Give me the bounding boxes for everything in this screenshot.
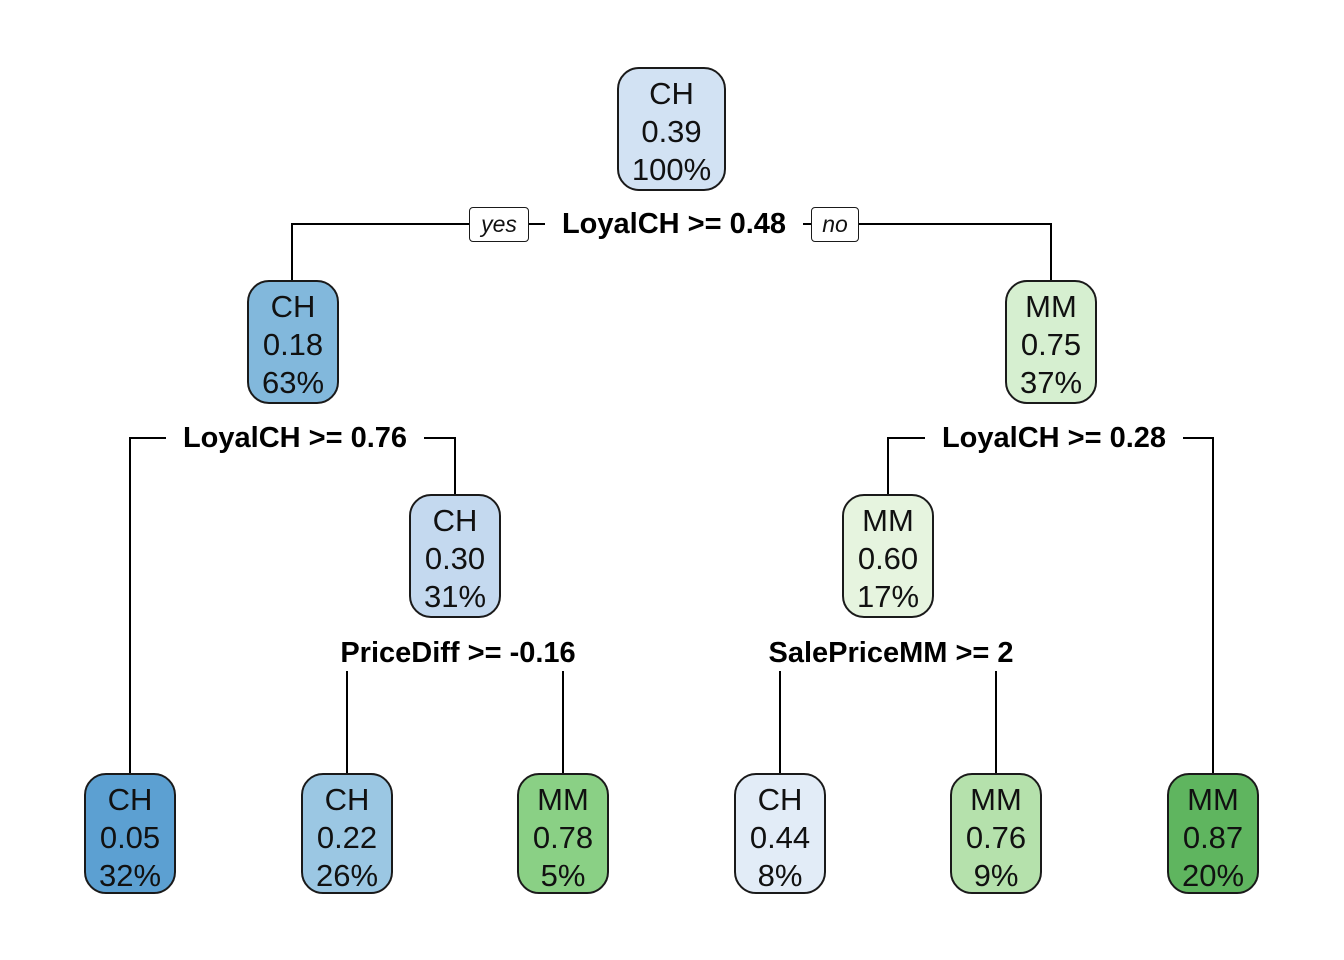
yes-branch-label: yes bbox=[469, 207, 529, 242]
node-percent: 8% bbox=[757, 858, 803, 893]
node-probability: 0.60 bbox=[857, 541, 919, 576]
node-percent: 100% bbox=[631, 152, 712, 187]
edge-left-right bbox=[418, 437, 456, 494]
node-class: MM bbox=[970, 782, 1022, 817]
node-class: MM bbox=[1025, 289, 1077, 324]
tree-node-right: MM 0.75 37% bbox=[1005, 280, 1097, 404]
node-class: MM bbox=[862, 503, 914, 538]
node-probability: 0.76 bbox=[965, 820, 1027, 855]
edge-right-right bbox=[1178, 437, 1214, 773]
tree-leaf-4: CH 0.44 8% bbox=[734, 773, 826, 894]
node-class: CH bbox=[649, 76, 694, 111]
node-class: CH bbox=[270, 289, 316, 324]
tree-node-root: CH 0.39 100% bbox=[617, 67, 726, 191]
node-class: MM bbox=[537, 782, 589, 817]
node-class: CH bbox=[324, 782, 370, 817]
node-probability: 0.18 bbox=[262, 327, 324, 362]
tree-leaf-2: CH 0.22 26% bbox=[301, 773, 393, 894]
tree-leaf-1: CH 0.05 32% bbox=[84, 773, 176, 894]
node-probability: 0.39 bbox=[641, 114, 702, 149]
node-class: CH bbox=[107, 782, 153, 817]
node-percent: 5% bbox=[540, 858, 586, 893]
node-percent: 32% bbox=[98, 858, 162, 893]
tree-node-right-left: MM 0.60 17% bbox=[842, 494, 934, 618]
node-probability: 0.78 bbox=[532, 820, 594, 855]
tree-leaf-3: MM 0.78 5% bbox=[517, 773, 609, 894]
edge-left-left bbox=[129, 437, 167, 773]
node-probability: 0.75 bbox=[1020, 327, 1082, 362]
node-percent: 37% bbox=[1019, 365, 1083, 400]
node-percent: 17% bbox=[856, 579, 920, 614]
node-percent: 26% bbox=[315, 858, 379, 893]
node-percent: 20% bbox=[1181, 858, 1245, 893]
node-probability: 0.05 bbox=[99, 820, 161, 855]
split-label-right: LoyalCH >= 0.28 bbox=[925, 421, 1183, 455]
node-percent: 31% bbox=[423, 579, 487, 614]
node-probability: 0.44 bbox=[749, 820, 811, 855]
node-class: CH bbox=[757, 782, 803, 817]
split-label-right-left: SalePriceMM >= 2 bbox=[747, 636, 1035, 670]
node-percent: 9% bbox=[973, 858, 1019, 893]
edge-root-left bbox=[291, 223, 470, 280]
node-probability: 0.22 bbox=[316, 820, 378, 855]
split-label-root: LoyalCH >= 0.48 bbox=[545, 207, 803, 241]
node-class: CH bbox=[432, 503, 478, 538]
node-class: MM bbox=[1187, 782, 1239, 817]
tree-leaf-5: MM 0.76 9% bbox=[950, 773, 1042, 894]
node-probability: 0.30 bbox=[424, 541, 486, 576]
node-percent: 63% bbox=[261, 365, 325, 400]
tree-leaf-6: MM 0.87 20% bbox=[1167, 773, 1259, 894]
edge-root-right bbox=[858, 223, 1052, 280]
edge-right-left bbox=[887, 437, 927, 494]
no-branch-label: no bbox=[811, 207, 859, 242]
split-label-left: LoyalCH >= 0.76 bbox=[166, 421, 424, 455]
tree-node-left-right: CH 0.30 31% bbox=[409, 494, 501, 618]
split-label-left-right: PriceDiff >= -0.16 bbox=[319, 636, 597, 670]
tree-node-left: CH 0.18 63% bbox=[247, 280, 339, 404]
node-probability: 0.87 bbox=[1182, 820, 1244, 855]
